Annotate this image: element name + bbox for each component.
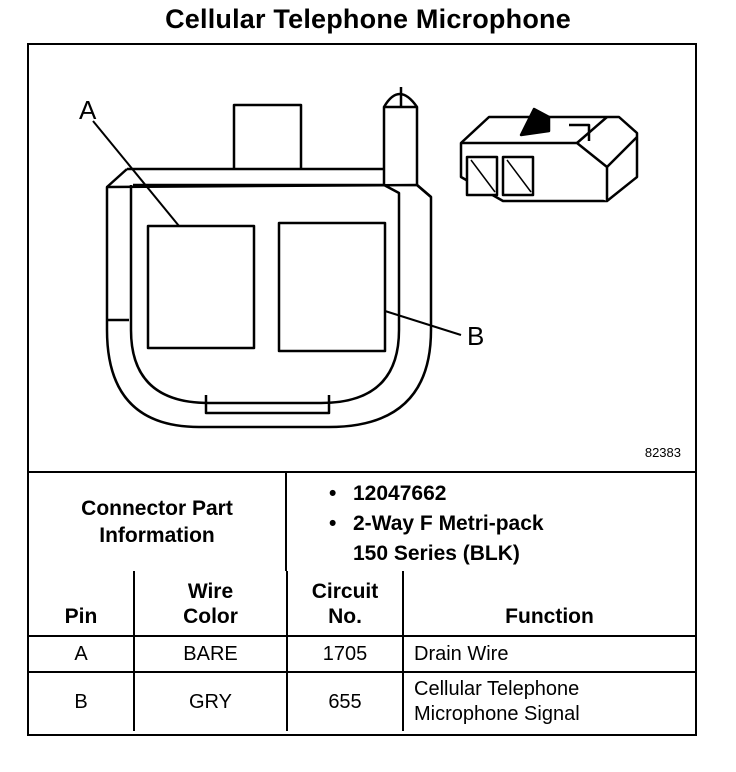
function-cell: Drain Wire — [402, 635, 695, 673]
cavity-a — [146, 224, 256, 350]
page-title: Cellular Telephone Microphone — [165, 4, 571, 34]
bullet-icon: • — [329, 512, 337, 535]
connector-frame: A B 82383 Connector Part Information • 12… — [27, 43, 697, 736]
connector-info-label: Connector Part Information — [29, 473, 287, 571]
connector-3d-view — [459, 107, 639, 203]
part-number-line: • 12047662 — [329, 479, 544, 509]
connector-desc-line: • 2-Way F Metri-pack — [329, 509, 544, 539]
latch-tab — [232, 103, 303, 169]
leader-b — [384, 310, 462, 336]
figure-number: 82383 — [644, 445, 681, 460]
housing-outline — [105, 167, 433, 429]
connector-info-label-line1: Connector Part — [81, 497, 233, 520]
header-wire-line2: Color — [183, 605, 238, 628]
header-pin: Pin — [29, 571, 135, 637]
table-row: B GRY 655 Cellular Telephone Microphone … — [29, 671, 695, 731]
connector-desc-line1: 2-Way F Metri-pack — [353, 512, 544, 535]
circuit-cell: 655 — [286, 671, 404, 731]
connector-info-label-line2: Information — [99, 524, 215, 547]
table-row: A BARE 1705 Drain Wire — [29, 635, 695, 673]
wire-color-cell: GRY — [133, 671, 288, 731]
wire-color-cell: BARE — [133, 635, 288, 673]
connector-info: Connector Part Information • 12047662 • 2-… — [29, 471, 695, 571]
connector-info-details: • 12047662 • 2-Way F Metri-pack 150 Series… — [329, 479, 544, 569]
header-function: Function — [402, 571, 695, 637]
function-cell: Cellular Telephone Microphone Signal — [402, 671, 695, 731]
callout-b-label: B — [467, 321, 484, 351]
header-circuit-line2: No. — [328, 605, 362, 628]
cavity-b — [277, 221, 387, 353]
pin-table: Pin Wire Color Circuit No. Function A BA… — [29, 571, 695, 731]
header-circuit: Circuit No. — [286, 571, 404, 637]
callout-a-label: A — [79, 95, 97, 125]
function-line2: Microphone Signal — [414, 703, 580, 725]
connector-face-diagram: A B — [79, 87, 639, 429]
header-wire-line1: Wire — [187, 580, 234, 603]
part-number: 12047662 — [353, 482, 447, 505]
connector-desc-line2: 150 Series (BLK) — [353, 542, 520, 565]
function-line1: Cellular Telephone — [414, 678, 580, 700]
header-wire-color: Wire Color — [133, 571, 288, 637]
circuit-cell: 1705 — [286, 635, 404, 673]
bullet-icon: • — [329, 482, 337, 505]
header-circuit-line1: Circuit — [311, 580, 379, 603]
pin-table-header: Pin Wire Color Circuit No. Function — [29, 571, 695, 637]
pin-cell: A — [29, 635, 135, 673]
leader-a — [92, 120, 180, 227]
pin-cell: B — [29, 671, 135, 731]
